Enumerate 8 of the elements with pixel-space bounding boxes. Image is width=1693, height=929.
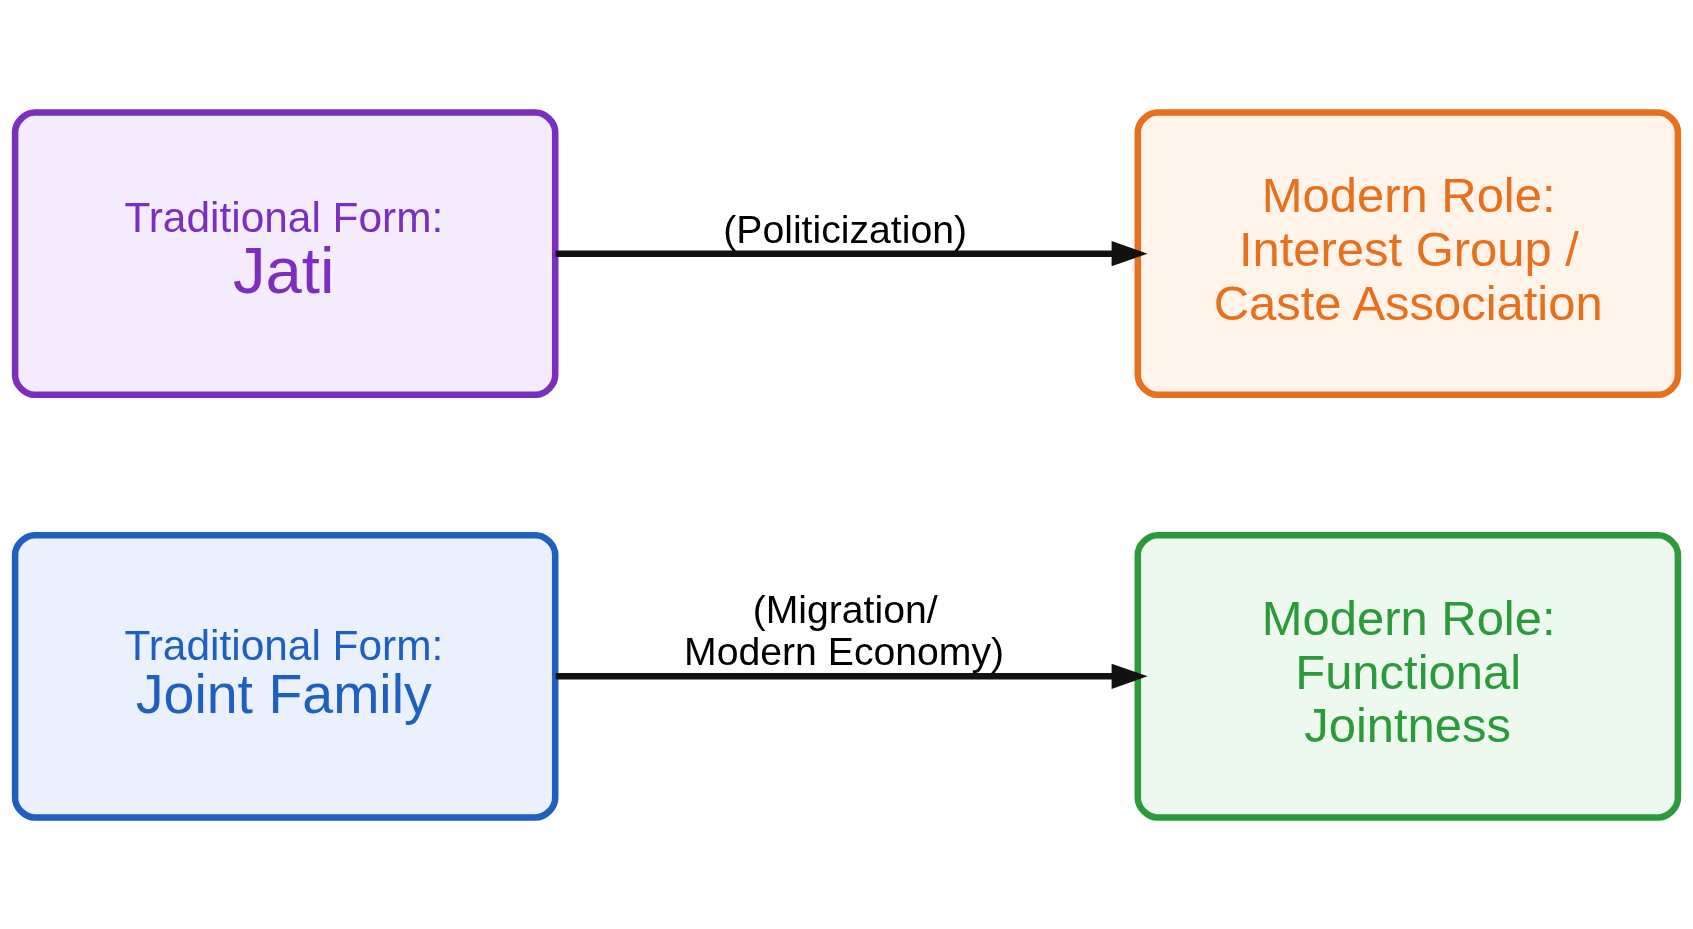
edge-label: (Politicization) <box>723 207 968 251</box>
node-box: Traditional Form: Joint Family <box>11 531 559 821</box>
node-box: Traditional Form: Jati <box>11 108 559 398</box>
edge-label: (Migration/ Modern Economy) <box>684 587 1005 673</box>
node-box: Modern Role: Interest Group / Caste Association <box>1134 108 1682 398</box>
arrow <box>555 663 1148 689</box>
node-box: Modern Role: Functional Jointness <box>1134 531 1682 821</box>
arrow <box>555 240 1148 266</box>
